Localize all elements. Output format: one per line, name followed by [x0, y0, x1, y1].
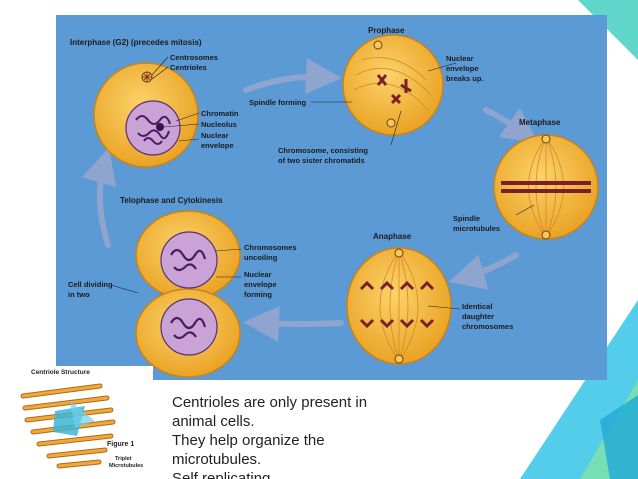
label-dividing-2: in two — [68, 290, 90, 299]
label-nuclear-envelope-1: Nuclear — [201, 131, 229, 140]
arrow-prophase-to-metaphase — [483, 107, 539, 144]
mitosis-figure: Interphase (G2) (precedes mitosis) Proph… — [56, 15, 607, 380]
label-uncoiling-1: Chromosomes — [244, 243, 297, 252]
centrosome — [141, 71, 153, 83]
inset-caption-2: Microtubules — [109, 463, 143, 469]
metaphase-cell — [493, 134, 599, 240]
label-spindle-2: microtubules — [453, 224, 500, 233]
centriole-notes: Centrioles are only present in animal ce… — [172, 393, 442, 479]
prophase-cell — [342, 34, 444, 136]
label-chromosome-2: of two sister chromatids — [278, 156, 365, 165]
label-spindle-1: Spindle — [453, 214, 480, 223]
stage-interphase: Interphase (G2) (precedes mitosis) — [70, 38, 202, 47]
label-centrosomes: Centrosomes — [170, 53, 218, 62]
stage-metaphase: Metaphase — [519, 118, 561, 127]
interphase-nucleus — [125, 100, 181, 156]
arrow-interphase-to-prophase — [243, 58, 342, 95]
centriole-inset: Centriole Structure — [15, 366, 153, 479]
nucleolus — [156, 123, 164, 131]
label-nuclear-envelope-2: envelope — [201, 141, 234, 150]
label-centrioles: Centrioles — [170, 63, 207, 72]
label-identical-2: daughter — [462, 312, 494, 321]
stage-telophase: Telophase and Cytokinesis — [120, 196, 223, 205]
label-identical-1: Identical — [462, 302, 492, 311]
note-line: animal cells. — [172, 413, 255, 430]
note-line: Self replicating — [172, 470, 271, 479]
label-forming-3: forming — [244, 290, 272, 299]
interphase-cell — [93, 62, 199, 168]
note-line: They help organize the — [172, 432, 325, 449]
label-spindle-forming: Spindle forming — [249, 98, 307, 107]
label-forming-1: Nuclear — [244, 270, 272, 279]
centriole-illustration: Centriole Structure — [20, 369, 143, 469]
stage-anaphase: Anaphase — [373, 232, 412, 241]
arrow-anaphase-to-telophase — [243, 305, 344, 342]
label-forming-2: envelope — [244, 280, 277, 289]
label-dividing-1: Cell dividing — [68, 280, 113, 289]
label-chromatin: Chromatin — [201, 109, 239, 118]
note-line: microtubules. — [172, 451, 262, 468]
label-nucleolus: Nucleolus — [201, 120, 237, 129]
inset-figure-label: Figure 1 — [107, 441, 134, 448]
telophase-cell — [135, 210, 241, 378]
leader-lines — [110, 56, 535, 310]
label-env-breaks-2: envelope — [446, 64, 479, 73]
note-line: Centrioles are only present in — [172, 394, 368, 411]
stage-prophase: Prophase — [368, 26, 405, 35]
mitosis-diagram: Interphase (G2) (precedes mitosis) Proph… — [68, 26, 599, 378]
cycle-arrows — [81, 58, 539, 342]
accent-right-3 — [600, 395, 638, 479]
arrow-metaphase-to-anaphase — [448, 252, 519, 290]
inset-title: Centriole Structure — [31, 369, 90, 376]
arrow-telophase-to-interphase — [81, 147, 117, 248]
label-identical-3: chromosomes — [462, 322, 513, 331]
label-chromosome-1: Chromosome, consisting — [278, 146, 368, 155]
label-uncoiling-2: uncoiling — [244, 253, 278, 262]
label-env-breaks-1: Nuclear — [446, 54, 474, 63]
inset-caption-1: Triplet — [115, 456, 132, 462]
microtubule-barrels — [20, 383, 116, 469]
anaphase-cell — [346, 247, 452, 365]
label-env-breaks-3: breaks up. — [446, 74, 484, 83]
